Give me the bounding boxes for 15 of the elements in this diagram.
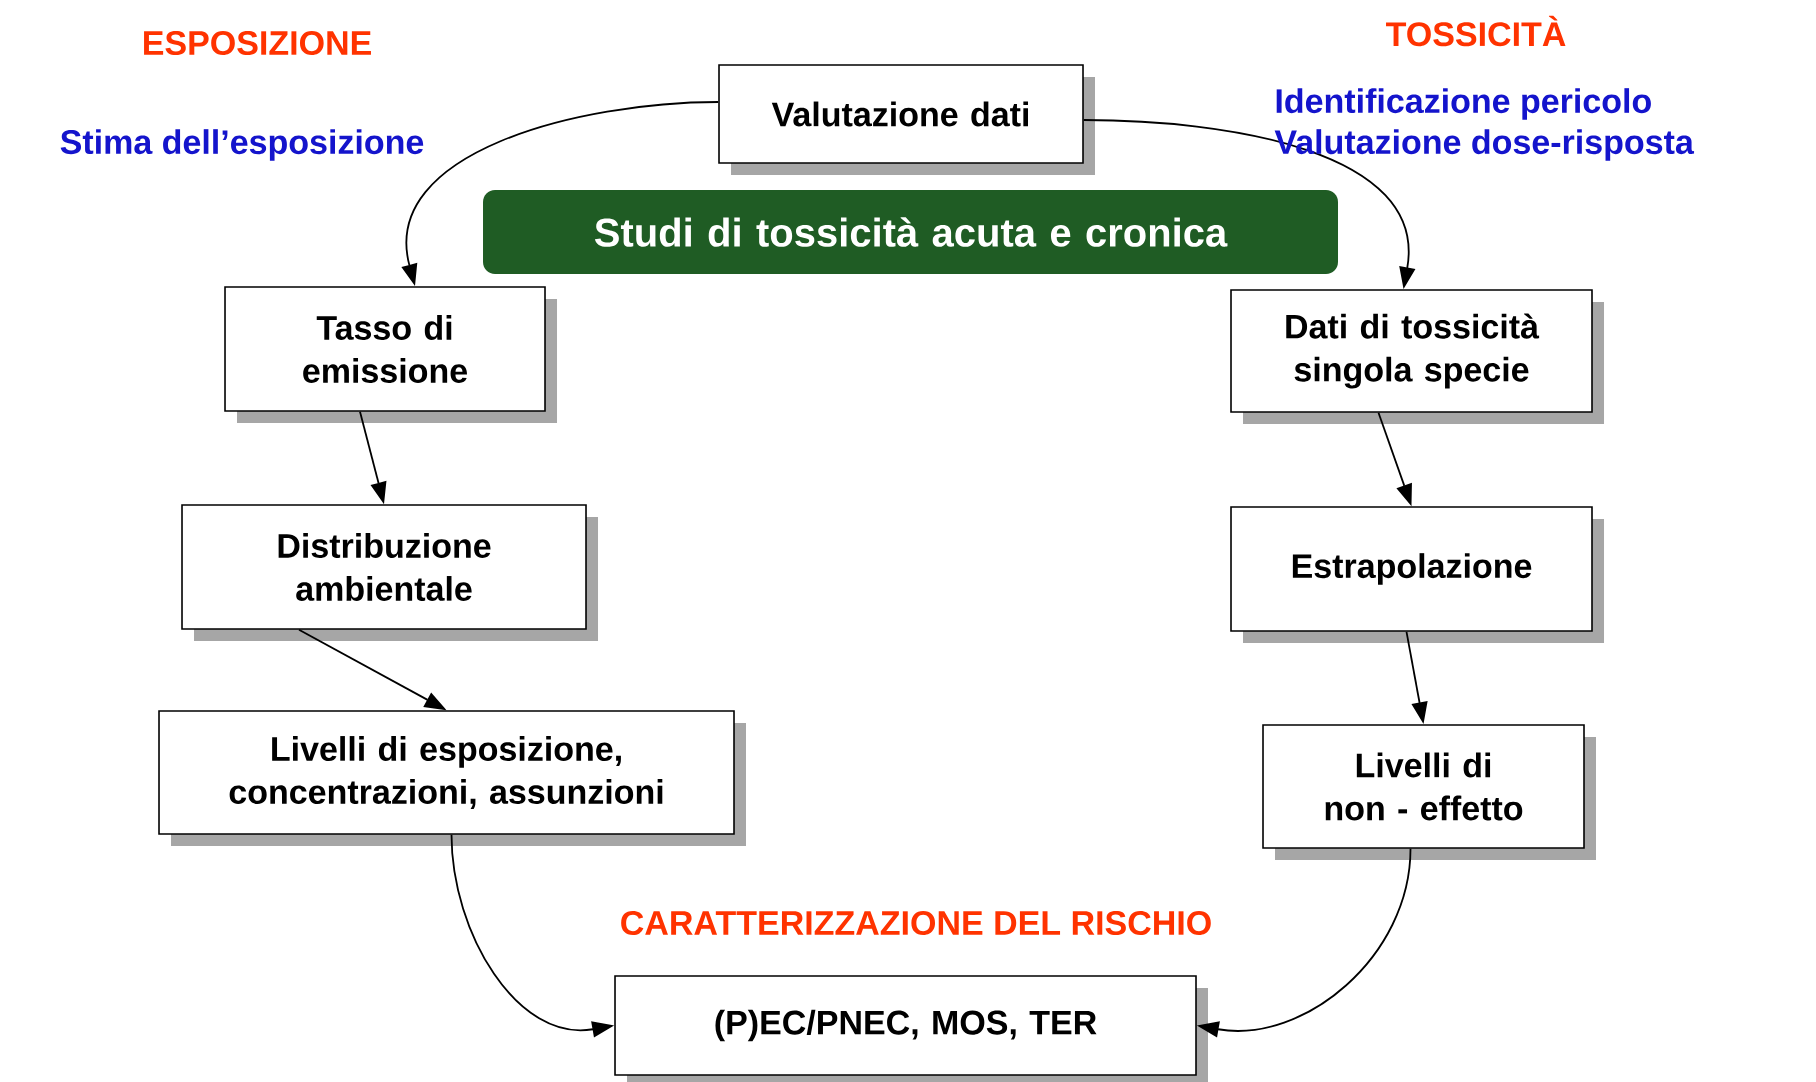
heading: CARATTERIZZAZIONE DEL RISCHIO xyxy=(621,910,1211,936)
process-box: (P)EC/PNEC, MOS, TER xyxy=(614,975,1208,1082)
subheading: Identificazione pericolo xyxy=(1276,88,1651,120)
heading: TOSSICITÀ xyxy=(1386,15,1566,47)
process-box: Livelli di esposizione, concentrazioni, assunzioni xyxy=(158,710,746,846)
process-box: Valutazione dati xyxy=(718,64,1095,175)
subheading: Valutazione dose-risposta xyxy=(1274,129,1695,161)
heading: ESPOSIZIONE xyxy=(144,30,371,56)
process-box: Dati di tossicità singola specie xyxy=(1230,289,1604,424)
process-box: Estrapolazione xyxy=(1230,506,1604,643)
process-box: Distribuzione ambientale xyxy=(181,504,598,641)
process-box: Livelli di non - effetto xyxy=(1262,724,1596,860)
subheading: Stima dell’esposizione xyxy=(60,129,424,161)
banner: Studi di tossicità acuta e cronica xyxy=(483,190,1338,274)
process-box: Tasso di emissione xyxy=(224,286,557,423)
